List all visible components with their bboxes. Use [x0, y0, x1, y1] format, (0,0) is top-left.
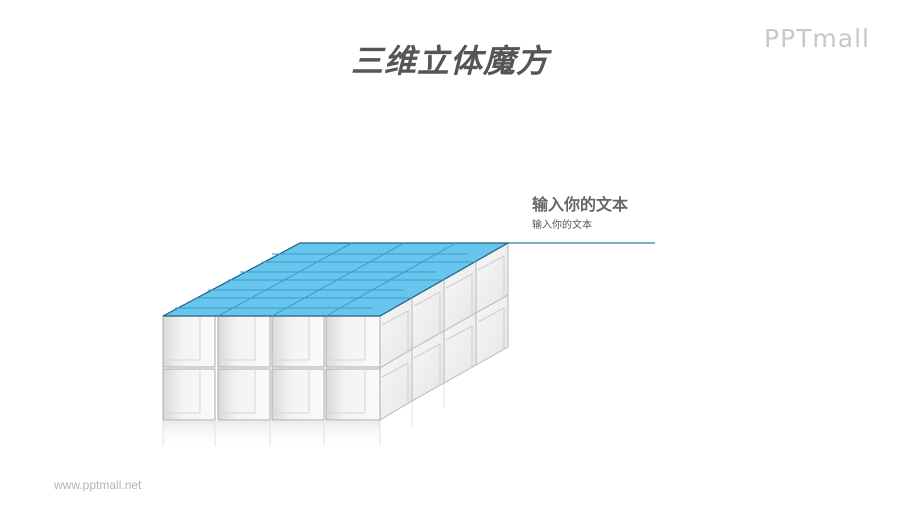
- top-face-grid: [175, 242, 476, 317]
- front-face-inner-edges: [163, 316, 366, 414]
- callout-subtext: 输入你的文本: [532, 220, 592, 231]
- callout-heading: 输入你的文本: [532, 195, 629, 214]
- callout-text-block: 输入你的文本 输入你的文本: [532, 194, 628, 233]
- pptmall-logo: PPTmall: [764, 24, 870, 53]
- cube-top-face: [162, 242, 511, 317]
- right-face-inner-edges: [381, 255, 505, 405]
- right-face-cubes: [379, 242, 509, 421]
- cube-reflection: [163, 421, 380, 449]
- slide-title: 三维立体魔方: [350, 42, 549, 80]
- front-face-cubes: [162, 315, 381, 421]
- footer-url: www.pptmall.net: [54, 478, 142, 492]
- reflection-lines: [162, 384, 445, 446]
